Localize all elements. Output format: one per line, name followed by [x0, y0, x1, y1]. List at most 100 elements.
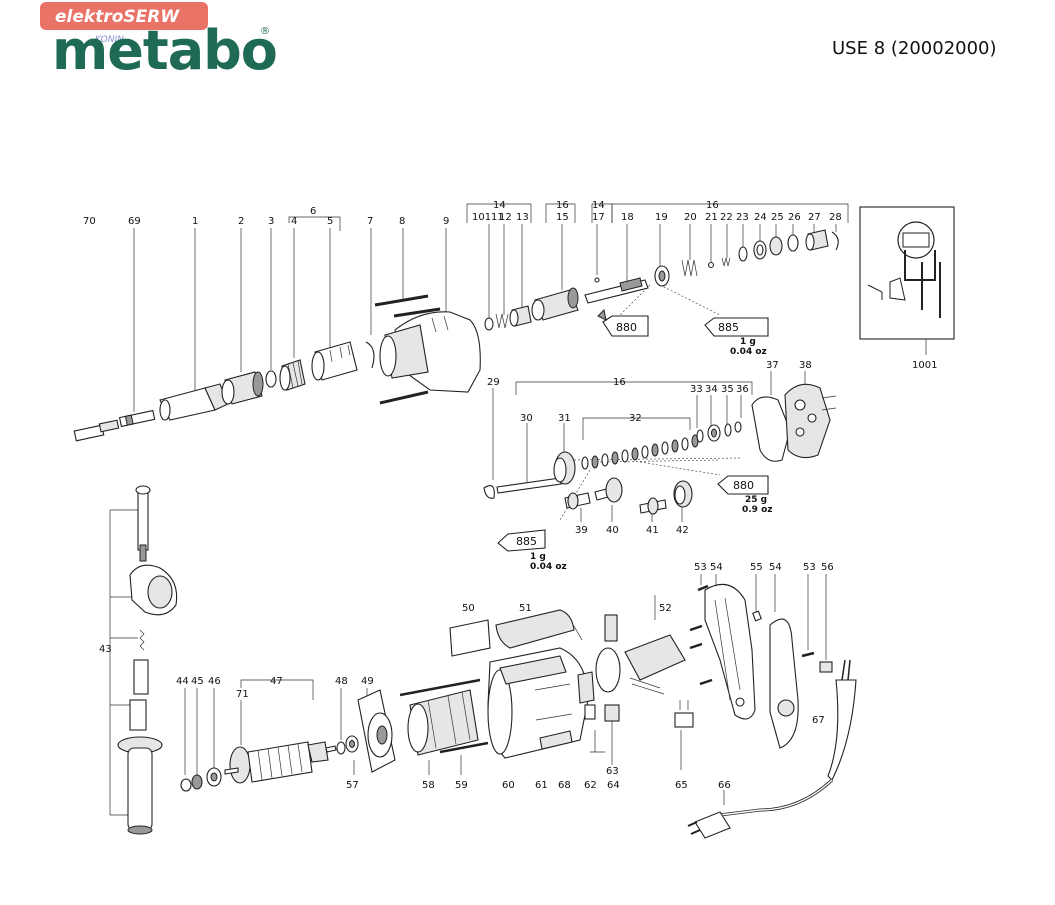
label-45: 45 [191, 676, 204, 687]
grease-tube-880-mid: 880 25 g 0.9 oz [717, 475, 773, 515]
grease-tube-880-top: 880 [597, 308, 649, 337]
tube-880-label-top: 880 [616, 321, 637, 334]
pinion-39 [564, 492, 591, 510]
label-59: 59 [455, 780, 468, 791]
bearing-49 [345, 735, 359, 753]
label-2: 2 [238, 216, 244, 227]
bush-13 [509, 305, 532, 327]
label-24: 24 [754, 212, 767, 223]
label-44: 44 [176, 676, 189, 687]
label-36: 36 [736, 384, 749, 395]
label-34: 34 [705, 384, 718, 395]
label-18: 18 [621, 212, 634, 223]
label-58: 58 [422, 780, 435, 791]
qty-1g-top: 1 g [740, 337, 756, 347]
label-9: 9 [443, 216, 449, 227]
label-12: 12 [499, 212, 512, 223]
qty-25g-mid: 25 g [745, 495, 767, 505]
label-51: 51 [519, 603, 532, 614]
label-38: 38 [799, 360, 812, 371]
clip-62 [584, 704, 596, 720]
label-16b: 16 [706, 200, 719, 211]
label-3: 3 [268, 216, 274, 227]
label-17: 17 [592, 212, 605, 223]
label-60: 60 [502, 780, 515, 791]
ring-23 [738, 246, 748, 262]
qty-1g-mid: 1 g [530, 552, 546, 562]
label-39: 39 [575, 525, 588, 536]
label-101: 101 [472, 212, 491, 223]
gear-40 [594, 477, 623, 503]
qty-004oz-mid: 0.04 oz [530, 562, 567, 572]
tube-885-label-mid: 885 [516, 535, 537, 548]
label-66: 66 [718, 780, 731, 791]
metabo-logo: metabo ® [52, 19, 278, 82]
bearing-19 [654, 265, 670, 287]
tube-885-label-top: 885 [718, 321, 739, 334]
label-61: 61 [535, 780, 548, 791]
spindle-assembly-15 [531, 287, 579, 321]
label-15: 15 [556, 212, 569, 223]
screws-53a [689, 584, 713, 686]
label-21: 21 [705, 212, 718, 223]
armature-47 [224, 741, 337, 784]
label-37: 37 [766, 360, 779, 371]
switch-52 [595, 634, 686, 695]
label-46: 46 [208, 676, 221, 687]
label-40: 40 [606, 525, 619, 536]
armature-shaft-30 [496, 477, 562, 494]
spring-20 [681, 259, 698, 277]
label-54a: 54 [710, 562, 723, 573]
watermark-brand-text: elektroSERW [55, 7, 180, 27]
label-48: 48 [335, 676, 348, 687]
label-7: 7 [367, 216, 373, 227]
bearing-44 [180, 778, 192, 792]
label-4: 4 [291, 216, 297, 227]
clutch-27 [805, 229, 829, 251]
gasket-37 [751, 396, 791, 462]
label-29: 29 [487, 377, 500, 388]
sleeve-1 [159, 383, 229, 421]
label-11: 11 [491, 212, 504, 223]
label-32: 32 [629, 413, 642, 424]
bearing-34 [707, 424, 721, 442]
label-25: 25 [771, 212, 784, 223]
tube-880-label-mid: 880 [733, 479, 754, 492]
field-coil-58 [407, 689, 479, 756]
label-63: 63 [606, 766, 619, 777]
label-30: 30 [520, 413, 533, 424]
ball-17 [594, 277, 600, 283]
watermark-city-text: KONIN [95, 35, 124, 45]
washer-25 [769, 236, 783, 256]
label-65: 65 [675, 780, 688, 791]
cable-sleeve-67 [827, 679, 857, 781]
grease-tube-885-mid: 885 1 g 0.04 oz [497, 529, 567, 572]
label-13: 13 [516, 212, 529, 223]
label-50: 50 [462, 603, 475, 614]
capacitor-65 [674, 700, 694, 728]
label-14a: 14 [493, 200, 506, 211]
label-5: 5 [327, 216, 333, 227]
ball-21 [707, 261, 715, 269]
label-50 [449, 619, 491, 657]
screws-8 [374, 294, 441, 405]
label-41: 41 [646, 525, 659, 536]
bearing-plate-38 [784, 383, 837, 459]
bearing-24 [753, 240, 767, 260]
washer-35 [724, 423, 732, 437]
logo-wordmark: metabo [52, 19, 277, 82]
spring-22 [721, 257, 731, 267]
side-handle-43 [117, 485, 178, 835]
label-64: 64 [607, 780, 620, 791]
power-cord-66 [687, 659, 851, 839]
washer-45 [191, 774, 203, 790]
washer-26 [787, 234, 799, 252]
motor-housing-60 [487, 647, 595, 759]
label-52: 52 [659, 603, 672, 614]
label-14b: 14 [592, 200, 605, 211]
label-68: 68 [558, 780, 571, 791]
label-54b: 54 [769, 562, 782, 573]
label-53a: 53 [694, 562, 707, 573]
washer-101 [484, 317, 494, 331]
